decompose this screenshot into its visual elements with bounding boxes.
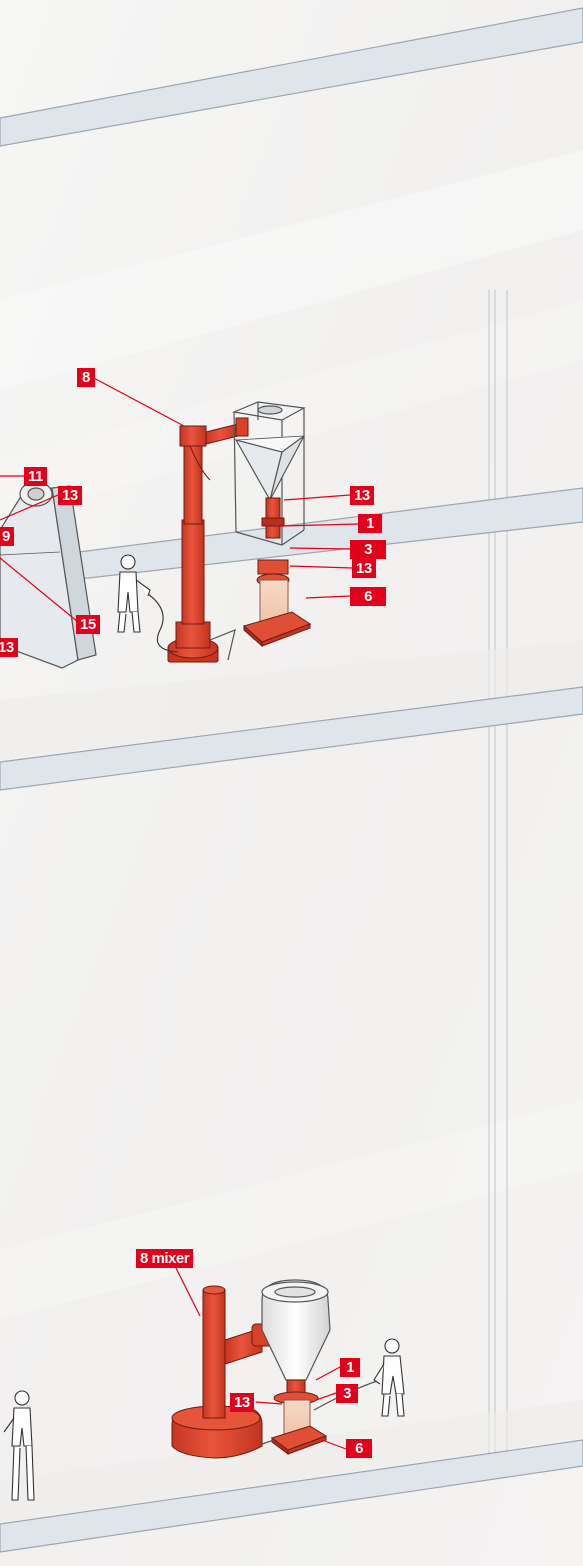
label-6-lower: 6: [346, 1439, 372, 1458]
hopper-lower: [261, 1279, 331, 1381]
worker-figure-lower-right: [373, 1338, 405, 1417]
label-11: 11: [24, 467, 47, 486]
label-13-top: 13: [350, 486, 374, 505]
floor-slab-bottom: [0, 1439, 583, 1553]
worker-figure-lower-left: [3, 1390, 35, 1501]
label-9: 9: [0, 527, 14, 546]
leader-lines: [0, 375, 359, 1450]
building-column: [488, 290, 508, 1460]
floor-slabs: [0, 7, 583, 1553]
discharge-station-upper: [242, 497, 312, 648]
column-lift-upper: [167, 417, 249, 663]
mixer-column-lower: [171, 1285, 275, 1459]
worker-figure-upper: [117, 554, 179, 653]
label-3-lower: 3: [336, 1384, 358, 1403]
label-8: 8: [77, 368, 95, 387]
label-13-bottom: 13: [352, 559, 376, 578]
label-15: 15: [76, 615, 100, 634]
label-6-upper: 6: [350, 587, 386, 606]
label-13-lower: 13: [230, 1393, 254, 1412]
floor-slab-middle: [0, 686, 583, 791]
bigbag-frame-upper: [231, 401, 306, 546]
label-8-mixer: 8 mixer: [136, 1249, 194, 1268]
label-1-lower: 1: [340, 1358, 360, 1377]
floor-slab-top: [0, 7, 583, 147]
label-13-upper-left: 13: [58, 486, 82, 505]
label-1-upper: 1: [358, 514, 382, 533]
label-3-upper: 3: [350, 540, 386, 559]
discharge-station-lower: [261, 1379, 381, 1455]
label-13-cut: 13: [0, 638, 18, 657]
